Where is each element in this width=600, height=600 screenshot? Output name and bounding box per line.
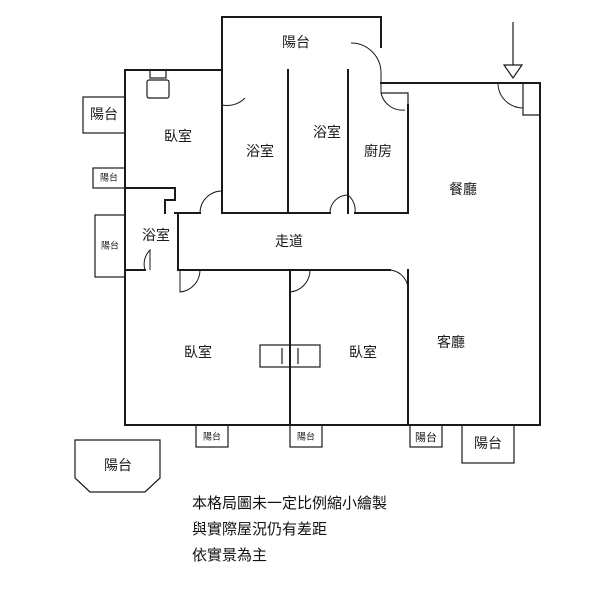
disclaimer-line-3: 依實景為主	[192, 546, 268, 564]
kitchen-label: 廚房	[364, 143, 392, 160]
bottom-balconies	[74, 424, 515, 493]
balcony-bottom-left-label: 陽台	[104, 458, 132, 474]
bath-2-label: 浴室	[313, 124, 341, 141]
living-label: 客廳	[437, 334, 465, 351]
bedroom-left-label: 臥室	[184, 344, 212, 361]
bedroom-mid-label: 臥室	[349, 344, 377, 361]
bedroom-top-label: 臥室	[164, 128, 192, 145]
balcony-bottom-2-label: 陽台	[297, 431, 315, 443]
top-balcony	[221, 16, 382, 93]
balcony-top-label: 陽台	[282, 35, 310, 51]
bath-1-label: 浴室	[246, 143, 274, 160]
disclaimer-note: 本格局圖未一定比例縮小繪製 與實際屋況仍有差距 依實景為主	[192, 490, 387, 568]
corridor-label: 走道	[275, 234, 303, 250]
balcony-left-small-label: 陽台	[100, 172, 118, 184]
disclaimer-line-2: 與實際屋況仍有差距	[192, 520, 328, 538]
upper-interior	[124, 69, 409, 214]
bath-3-label: 浴室	[142, 227, 170, 244]
bed-icon	[259, 344, 321, 368]
corridor-area	[124, 212, 409, 426]
balcony-left-upper-label: 陽台	[90, 107, 118, 123]
disclaimer-line-1: 本格局圖未一定比例縮小繪製	[192, 494, 388, 512]
dining-label: 餐廳	[449, 181, 477, 198]
left-balconies	[82, 96, 126, 278]
entrance-arrow-icon	[502, 22, 524, 80]
balcony-bottom-3-label: 陽台	[415, 430, 437, 444]
outer-walls	[124, 69, 541, 426]
balcony-left-mid-label: 陽台	[101, 240, 119, 252]
balcony-bottom-right-label: 陽台	[474, 436, 502, 452]
toilet-icon	[146, 69, 170, 99]
entrance-door	[497, 82, 540, 116]
balcony-bottom-1-label: 陽台	[203, 431, 221, 443]
